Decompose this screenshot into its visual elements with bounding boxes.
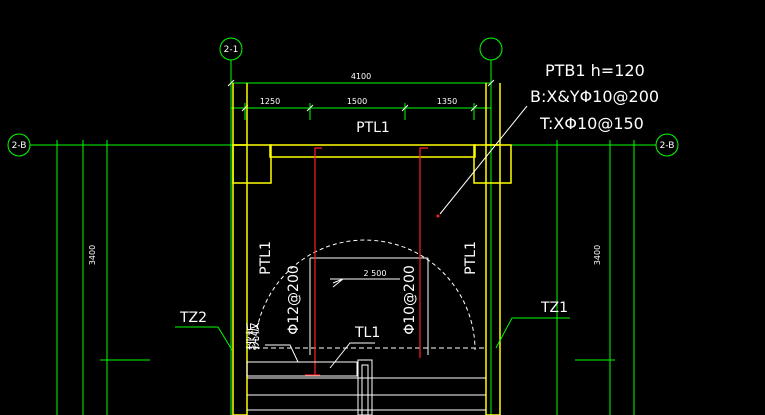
tl1-callout: TL1 xyxy=(329,325,380,369)
column-right xyxy=(473,144,512,184)
axis-bubble-2-1: 2-1 xyxy=(219,37,243,61)
label-tz2: TZ2 xyxy=(179,310,207,326)
label-ptl1-top: PTL1 xyxy=(356,120,390,136)
tz1-callout: TZ1 xyxy=(495,300,570,349)
slab-outline xyxy=(247,239,486,355)
dimension-overall: 4100 xyxy=(351,72,371,81)
dimension-height-left: 3400 xyxy=(88,245,97,265)
label-ptb1: PTB1 h=120 xyxy=(545,61,645,80)
axis-label-2-8-right: 2-B xyxy=(660,141,675,151)
inner-dimension: 2 500 xyxy=(330,269,400,288)
axis-label-2-8-left: 2-B xyxy=(12,141,27,151)
label-ptb1-top-rebar: T:XΦ10@150 xyxy=(539,114,644,133)
top-dimension-chain xyxy=(227,78,495,120)
label-tl1: TL1 xyxy=(354,325,380,341)
label-rebar-left: Φ12@200 xyxy=(286,265,302,335)
dimension-right-segment: 1350 xyxy=(437,97,457,106)
rebar-lines xyxy=(305,147,440,376)
axis-bubble-2-8-right: 2-B xyxy=(655,133,679,157)
leader-ptb1 xyxy=(439,105,528,215)
stair-treads xyxy=(246,359,486,415)
dimension-middle-segment: 1500 xyxy=(347,97,367,106)
dimension-left-segment: 1250 xyxy=(260,97,280,106)
axis-bubble-right-top xyxy=(479,37,503,61)
tiban-callout: 挑板 xyxy=(246,322,299,363)
stair-walls xyxy=(232,83,512,415)
axis-label-2-1: 2-1 xyxy=(224,45,239,55)
label-rebar-right: Φ10@200 xyxy=(402,265,418,335)
dimension-height-right: 3400 xyxy=(593,245,602,265)
label-tiban: 挑板 xyxy=(246,322,262,350)
label-tz1: TZ1 xyxy=(540,300,568,316)
label-ptb1-bottom-rebar: B:X&YΦ10@200 xyxy=(530,87,659,106)
column-left xyxy=(232,144,272,184)
label-ptl1-right: PTL1 xyxy=(463,241,479,275)
label-ptl1-left: PTL1 xyxy=(258,241,274,275)
axis-bubble-2-8-left: 2-B xyxy=(7,133,31,157)
tz2-callout: TZ2 xyxy=(175,310,233,351)
dimension-inner: 2 500 xyxy=(364,269,387,278)
